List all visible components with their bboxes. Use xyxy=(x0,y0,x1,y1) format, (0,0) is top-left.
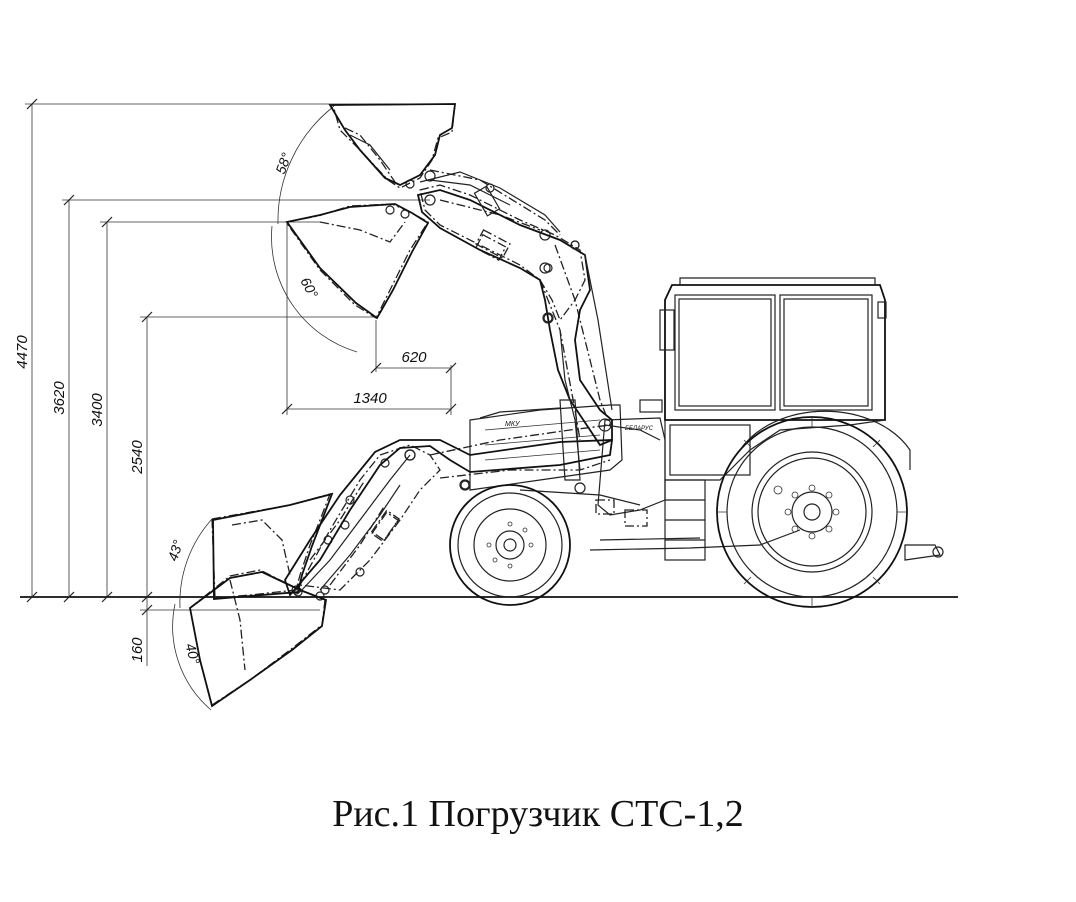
loader-boom-lowered xyxy=(284,439,614,597)
bucket-ground-solid xyxy=(189,492,334,708)
dim-620: 620 xyxy=(401,349,427,366)
rear-wheel xyxy=(716,416,908,608)
tractor: МКУ БЕЛАРУС xyxy=(469,277,944,561)
front-wheel xyxy=(449,484,571,606)
dim-2540: 2540 xyxy=(129,440,146,475)
loader-plate: МКУ xyxy=(505,421,521,428)
tractor-plate: БЕЛАРУС xyxy=(625,426,654,432)
angle-58: 58° xyxy=(272,150,294,176)
angle-60: 60° xyxy=(297,275,321,302)
dim-4470: 4470 xyxy=(14,335,31,369)
raised-bucket-level xyxy=(284,203,429,319)
bucket-level-solid xyxy=(285,203,430,320)
dim-3400: 3400 xyxy=(89,393,106,427)
lowered-bucket-tilted xyxy=(211,493,332,599)
dim-3620: 3620 xyxy=(51,381,68,415)
dim-160: 160 xyxy=(129,637,146,663)
vertical-dimensions: 4470 3620 3400 2540 160 xyxy=(14,98,455,666)
horizontal-dimensions: 620 1340 xyxy=(281,222,457,415)
dim-1340: 1340 xyxy=(353,390,387,407)
lowered-boom xyxy=(298,424,611,591)
bucket-raised-solid xyxy=(328,103,457,186)
figure-caption: Рис.1 Погрузчик СТС-1,2 xyxy=(332,793,744,835)
angle-43: 43° xyxy=(164,538,186,563)
lowered-bucket-dug xyxy=(189,569,326,707)
angle-arcs xyxy=(172,106,358,711)
